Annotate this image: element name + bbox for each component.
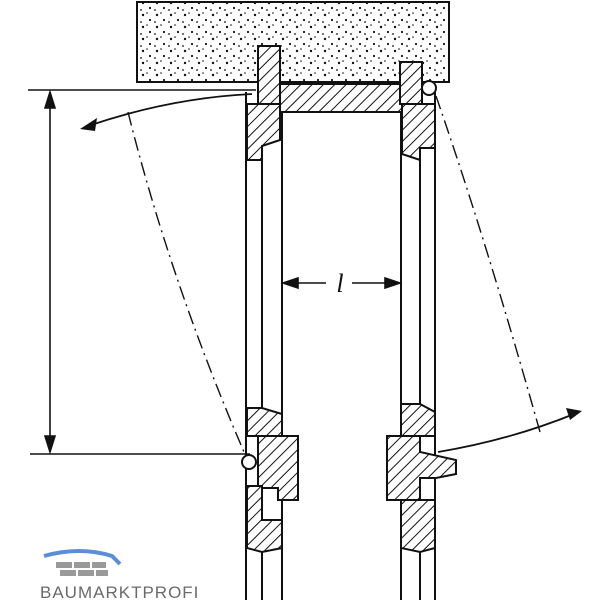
brand-watermark: BAUMARKTPROFI [40,549,199,600]
swing-paths [127,95,541,453]
brand-logo-icon [43,549,122,576]
swing-arcs [87,93,575,453]
lintel-block [136,1,450,83]
bottom-left-profile [246,407,299,554]
height-dimension [28,89,256,455]
top-right-profile [399,61,436,162]
top-left-profile [246,45,281,161]
arrow-icon [80,118,582,420]
bottom-right-profile [386,403,457,554]
width-dimension [280,276,403,290]
width-label: l [336,269,343,298]
top-crossbar [279,83,405,113]
hinge-pin-icon [241,80,437,470]
brand-text: BAUMARKTPROFI [40,583,199,600]
